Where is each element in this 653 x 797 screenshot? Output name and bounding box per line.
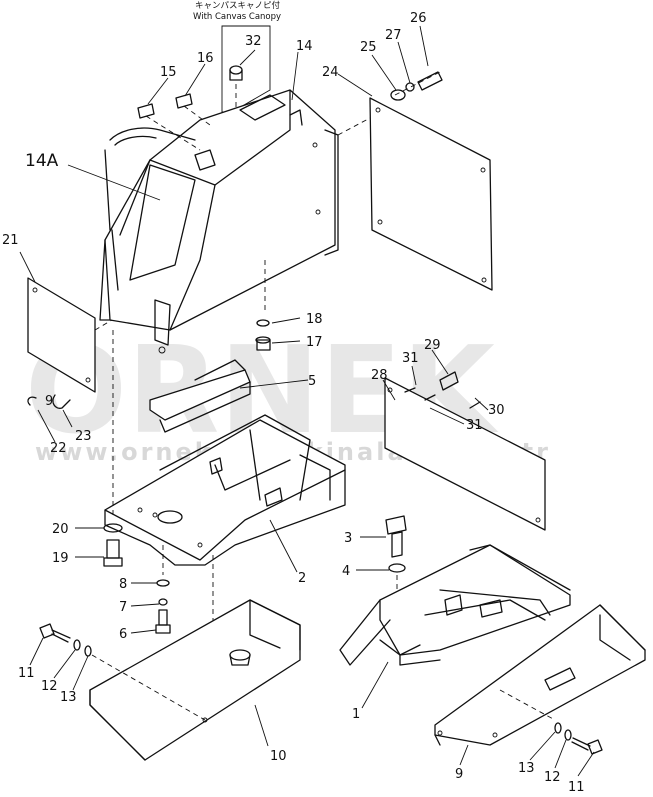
fuel-tank [99,89,339,354]
callout-30: 30 [488,403,505,418]
callout-31-upper: 31 [402,351,419,366]
callout-28: 28 [371,368,388,383]
callout-13-left: 13 [60,690,77,705]
callout-31-lower: 31 [466,418,483,433]
callout-6: 6 [119,627,127,642]
seat-base-1 [339,544,571,666]
callout-17: 17 [306,335,323,350]
callout-4: 4 [342,564,350,579]
callout-23: 23 [75,429,92,444]
callout-14a: 14A [25,151,59,171]
callout-11-left: 11 [18,666,35,681]
fasteners-lower-right [554,722,603,755]
callout-26: 26 [410,11,427,26]
cover-plate-24 [337,71,493,291]
callout-27: 27 [385,28,402,43]
callout-32: 32 [245,34,262,49]
fasteners-lower-left [39,623,206,721]
callout-15: 15 [160,65,177,80]
callout-24: 24 [322,65,339,80]
callout-21: 21 [2,233,19,248]
callout-25: 25 [360,40,377,55]
callout-19: 19 [52,551,69,566]
callout-18: 18 [306,312,323,327]
leader-lines [19,25,595,777]
callout-16: 16 [197,51,214,66]
callout-11-right: 11 [568,780,585,795]
bracket-5 [149,359,251,433]
side-frame-9 [434,604,646,746]
callout-13-right: 13 [518,761,535,776]
callout-12-right: 12 [544,770,561,785]
side-frame-10 [89,599,301,761]
canopy-option-note: キャンパスキャノピ付 With Canvas Canopy [193,0,281,113]
callout-10: 10 [270,749,287,764]
callout-labels: 32 16 15 14 14A 26 27 25 24 21 18 17 29 … [2,11,585,795]
callout-5: 5 [308,374,316,389]
callout-14: 14 [296,39,313,54]
callout-2: 2 [298,571,306,586]
cover-plate-30 [384,371,546,531]
callout-20: 20 [52,522,69,537]
callout-9-left: 9 [45,394,53,409]
canopy-note-japanese: キャンパスキャノピ付 [195,0,281,11]
side-plate-21 [27,277,113,409]
canopy-note-english: With Canvas Canopy [193,12,281,22]
callout-3: 3 [344,531,352,546]
callout-9-right: 9 [455,767,463,782]
frame-2 [104,414,346,566]
callout-22: 22 [50,441,67,456]
callout-7: 7 [119,600,127,615]
callout-1: 1 [352,707,360,722]
tank-fittings [137,84,271,351]
callout-8: 8 [119,577,127,592]
callout-29: 29 [424,338,441,353]
callout-12-left: 12 [41,679,58,694]
